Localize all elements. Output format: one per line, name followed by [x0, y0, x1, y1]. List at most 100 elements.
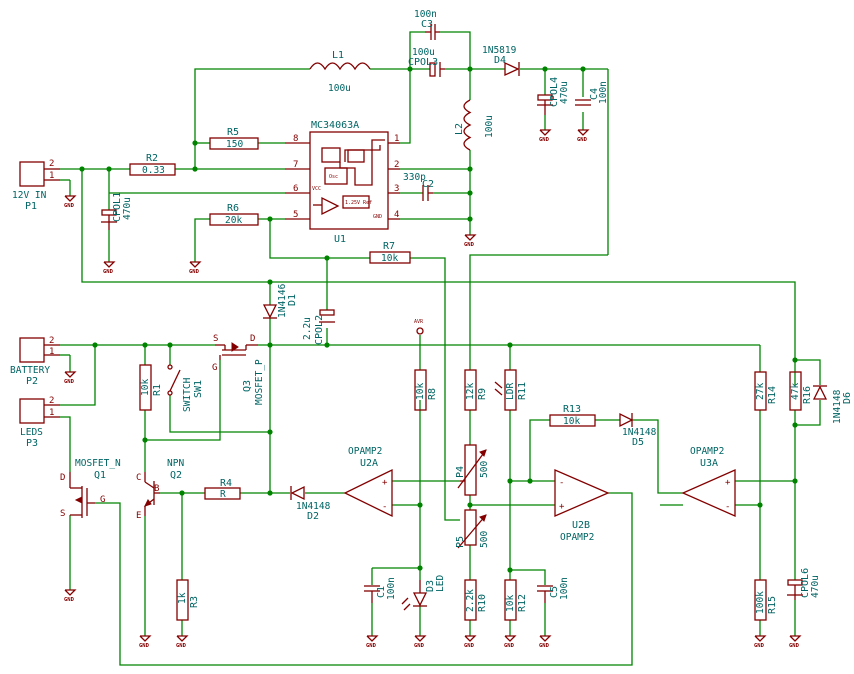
gnd-10: GND: [176, 635, 189, 649]
u3a-plus: +: [725, 478, 731, 488]
mosfet-q1: D G S MOSFET_N Q1: [60, 458, 121, 519]
c2-value: 330p: [403, 172, 426, 183]
u1-pin-8: 8: [293, 134, 298, 144]
u2a-ref: U2A: [360, 458, 378, 469]
resistor-r6: R6 20k: [209, 203, 259, 226]
c4-value: 100n: [598, 81, 609, 104]
capacitor-c2: 330p C2: [403, 172, 434, 201]
gnd-9: GND: [139, 635, 152, 649]
q3-ref: Q3: [242, 380, 253, 392]
cpol6-value: 470u: [810, 575, 821, 598]
d2-value: 1N4148: [296, 501, 331, 512]
p5-ref: P5: [455, 536, 466, 548]
gnd-7: GND: [64, 371, 77, 385]
gnd-17: GND: [789, 635, 802, 649]
svg-text:GND: GND: [64, 203, 75, 209]
q3-pin-g: G: [212, 363, 217, 373]
switch-sw1: SWITCH SW1: [167, 364, 204, 412]
resistor-r13: R13 10k: [549, 404, 596, 427]
c4-ref: C4: [589, 88, 600, 100]
p2-pin-1: 1: [49, 347, 54, 357]
svg-text:GND: GND: [176, 643, 187, 649]
p1-pin-1: 1: [49, 171, 54, 181]
resistor-r11: LDR R11: [494, 369, 528, 411]
avr-label: AVR: [414, 319, 424, 325]
u1-pin-2: 2: [394, 160, 399, 170]
u2b-value: OPAMP2: [560, 532, 594, 543]
cpol3-value: 100u: [412, 47, 435, 58]
r6-value: 20k: [225, 215, 242, 226]
r1-ref: R1: [152, 384, 163, 396]
svg-text:GND: GND: [539, 137, 550, 143]
p2-value: BATTERY: [10, 365, 50, 376]
diode-d1: 1N4146 D1: [262, 283, 298, 319]
sw1-ref: SW1: [193, 380, 204, 398]
d6-value: 1N4148: [832, 389, 843, 424]
r9-ref: R9: [477, 388, 488, 400]
opamp-u2a: + - OPAMP2 U2A: [343, 446, 393, 518]
l1-ref: L1: [332, 50, 344, 61]
wires: [60, 31, 821, 666]
u2b-plus: +: [559, 502, 565, 512]
r9-value: 12k: [465, 383, 476, 400]
p3-ref: P3: [26, 438, 38, 449]
resistor-r10: 2.2k R10: [464, 579, 488, 621]
diode-d2: 1N4148 D2: [290, 485, 331, 522]
r4-ref: R4: [220, 478, 232, 489]
cpol2-value: 2.2u: [302, 317, 313, 340]
d2-ref: D2: [307, 511, 319, 522]
q1-pin-g: G: [100, 495, 105, 505]
gnd-16: GND: [754, 635, 767, 649]
p3-value: LEDS: [20, 427, 43, 438]
gnd-12: GND: [414, 635, 427, 649]
q2-ref: Q2: [170, 470, 182, 481]
u2a-value: OPAMP2: [348, 446, 382, 457]
u1-ref: U1: [334, 234, 346, 245]
gnd-2: GND: [103, 261, 116, 275]
cpol1-ref: CPOL1: [112, 192, 123, 222]
u2a-minus: -: [382, 502, 387, 512]
u1-gnd-label: GND: [373, 214, 382, 220]
q3-pin-d: D: [250, 334, 255, 344]
q2-pin-e: E: [136, 511, 141, 521]
gnd-6: GND: [577, 129, 590, 143]
r11-value: LDR: [505, 383, 516, 400]
p2-ref: P2: [26, 376, 38, 387]
u1-pin-5: 5: [293, 210, 298, 220]
capacitor-c4: C4 100n: [575, 81, 609, 106]
r16-ref: R16: [802, 386, 813, 404]
q1-pin-s: S: [60, 509, 65, 519]
r14-ref: R14: [767, 386, 778, 404]
svg-text:GND: GND: [464, 242, 475, 248]
d3-ref: D3: [425, 580, 436, 592]
r16-value: 47k: [790, 383, 801, 400]
c1-ref: C1: [376, 586, 387, 598]
capacitor-cpol4: CPOL4 470u: [537, 77, 570, 115]
svg-text:GND: GND: [103, 269, 114, 275]
d5-value: 1N4148: [622, 427, 657, 438]
r14-value: 27k: [755, 383, 766, 400]
capacitor-cpol2: 2.2u CPOL2: [302, 309, 335, 345]
gnd-4: GND: [464, 234, 477, 248]
c5-ref: C5: [549, 586, 560, 598]
opamp-u2b: - + U2B OPAMP2: [554, 469, 610, 543]
u3a-value: OPAMP2: [690, 446, 724, 457]
svg-text:GND: GND: [414, 643, 425, 649]
capacitor-c5: C5 100n: [537, 577, 570, 603]
q1-value: MOSFET_N: [75, 458, 121, 469]
q2-pin-c: C: [136, 473, 141, 483]
r13-ref: R13: [563, 404, 581, 415]
svg-text:GND: GND: [754, 643, 765, 649]
resistor-r14: 27k R14: [754, 371, 778, 411]
q3-pin-s: S: [213, 334, 218, 344]
transistor-q2: C B E NPN Q2: [136, 458, 184, 521]
diode-d5: 1N4148 D5: [619, 412, 657, 448]
r12-ref: R12: [517, 594, 528, 612]
connector-p3: 2 1 LEDS P3: [19, 396, 60, 449]
power-avr: AVR: [414, 319, 424, 335]
p2-pin-2: 2: [49, 336, 54, 346]
r8-value: 10k: [415, 383, 426, 400]
svg-text:GND: GND: [139, 643, 150, 649]
diode-d6: 1N4148 D6: [812, 385, 853, 424]
